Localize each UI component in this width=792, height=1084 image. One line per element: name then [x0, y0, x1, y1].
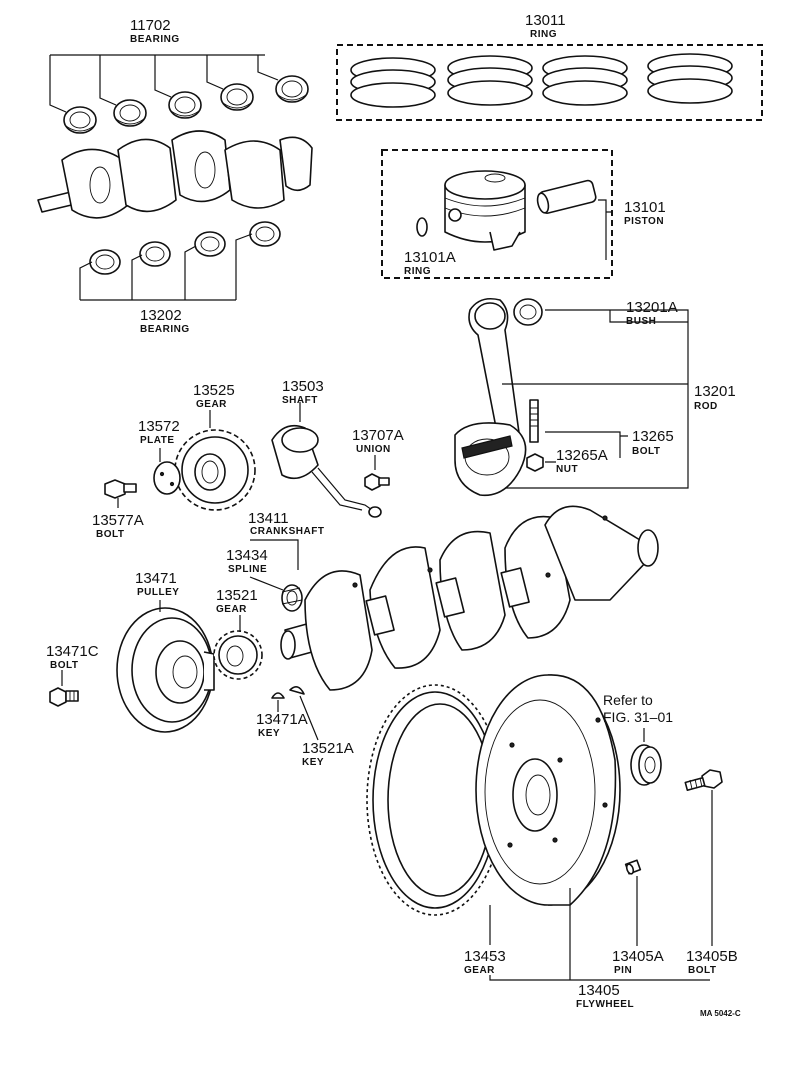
part-number-13011: 13011: [525, 12, 566, 29]
crankshaft-timing-gear: [213, 630, 263, 680]
thrust-plate: [153, 461, 181, 495]
flywheel-ring-gear: [366, 684, 504, 916]
part-number-13265: 13265: [632, 428, 674, 445]
part-number-13525: 13525: [193, 382, 235, 399]
part-number-13405B: 13405B: [686, 948, 738, 965]
bearing-shell: [113, 99, 147, 127]
part-name-pin: PIN: [614, 965, 632, 976]
bearing-shell: [249, 221, 281, 247]
rod-bush: [513, 298, 543, 326]
gear-key: [289, 686, 305, 695]
part-number-11702: 11702: [130, 17, 171, 34]
rod-bolt: [529, 399, 539, 443]
part-number-13101: 13101: [624, 199, 666, 216]
part-name-plate: PLATE: [140, 435, 175, 446]
part-name-piston: PISTON: [624, 216, 664, 227]
part-name-ring: RING: [530, 29, 557, 40]
part-number-13521A: 13521A: [302, 740, 354, 757]
part-number-13503: 13503: [282, 378, 324, 395]
part-number-13405A: 13405A: [612, 948, 664, 965]
part-name-flywheel: FLYWHEEL: [576, 999, 634, 1010]
piston-ring-set: [350, 53, 733, 108]
bearing-shell: [89, 249, 121, 275]
main-bearing-lower-group: [79, 221, 281, 301]
part-name-bolt: BOLT: [96, 529, 124, 540]
crankshaft-pulley: [116, 607, 215, 733]
oil-union: [364, 473, 390, 491]
main-bearing-upper-group: [49, 54, 309, 134]
part-name-key: KEY: [258, 728, 280, 739]
timing-gear-13525: [174, 429, 256, 511]
crankshaft-small-illustration: [37, 130, 313, 219]
crankshaft-main-illustration: [280, 505, 659, 691]
flywheel-dowel-pin: [624, 859, 642, 875]
flywheel-bolt: [684, 769, 723, 791]
part-name-pulley: PULLEY: [137, 587, 179, 598]
part-number-13471A: 13471A: [256, 711, 308, 728]
part-name-rod: ROD: [694, 401, 718, 412]
pulley-key: [271, 692, 285, 699]
part-number-13707A: 13707A: [352, 427, 404, 444]
part-number-13521: 13521: [216, 587, 258, 604]
part-name-ring: RING: [404, 266, 431, 277]
crankshaft-spline: [281, 584, 303, 612]
part-number-13471: 13471: [135, 570, 177, 587]
flywheel-body: [475, 674, 621, 906]
part-number-13471C: 13471C: [46, 643, 99, 660]
ring-stack: [447, 55, 533, 106]
part-number-13411: 13411: [248, 510, 289, 527]
part-number-13201: 13201: [694, 383, 736, 400]
piston-pin: [536, 179, 597, 214]
bearing-shell: [194, 231, 226, 257]
part-name-bush: BUSH: [626, 316, 656, 327]
ring-stack: [647, 53, 733, 104]
part-number-13101A: 13101A: [404, 249, 456, 266]
part-number-13202: 13202: [140, 307, 182, 324]
part-name-key: KEY: [302, 757, 324, 768]
oil-pump-shaft: [271, 424, 382, 518]
part-name-gear: GEAR: [216, 604, 247, 615]
bearing-shell: [168, 91, 202, 119]
bearing-shell: [275, 75, 309, 103]
part-name-bearing: BEARING: [130, 34, 180, 45]
part-number-13572: 13572: [138, 418, 180, 435]
reference-text-line2: FIG. 31–01: [603, 709, 673, 725]
rod-nut: [526, 453, 544, 472]
part-name-gear: GEAR: [464, 965, 495, 976]
bearing-shell: [139, 241, 171, 267]
part-name-gear: GEAR: [196, 399, 227, 410]
part-name-bolt: BOLT: [632, 446, 660, 457]
pulley-bolt: [49, 687, 79, 707]
piston-illustration: [444, 170, 526, 251]
part-name-bolt: BOLT: [688, 965, 716, 976]
bearing-shell: [220, 83, 254, 111]
pilot-bearing: [630, 744, 662, 786]
ring-set-box: [336, 44, 763, 121]
part-name-nut: NUT: [556, 464, 578, 475]
connecting-rod-illustration: [454, 297, 527, 497]
part-number-13201A: 13201A: [626, 299, 678, 316]
snap-ring: [416, 217, 428, 237]
part-name-bearing: BEARING: [140, 324, 190, 335]
part-name-bolt: BOLT: [50, 660, 78, 671]
part-number-13453: 13453: [464, 948, 506, 965]
part-name-spline: SPLINE: [228, 564, 267, 575]
plate-bolt: [104, 479, 137, 499]
piston-box: [381, 149, 613, 279]
part-number-13434: 13434: [226, 547, 268, 564]
reference-text-line1: Refer to: [603, 692, 653, 708]
ring-stack: [350, 57, 436, 108]
part-name-shaft: SHAFT: [282, 395, 318, 406]
drawing-code: MA 5042-C: [700, 1009, 741, 1018]
part-number-13405: 13405: [578, 982, 620, 999]
ring-stack: [542, 55, 628, 106]
part-name-union: UNION: [356, 444, 391, 455]
part-name-crankshaft: CRANKSHAFT: [250, 526, 324, 537]
bearing-shell: [63, 106, 97, 134]
part-number-13265A: 13265A: [556, 447, 608, 464]
part-number-13577A: 13577A: [92, 512, 144, 529]
